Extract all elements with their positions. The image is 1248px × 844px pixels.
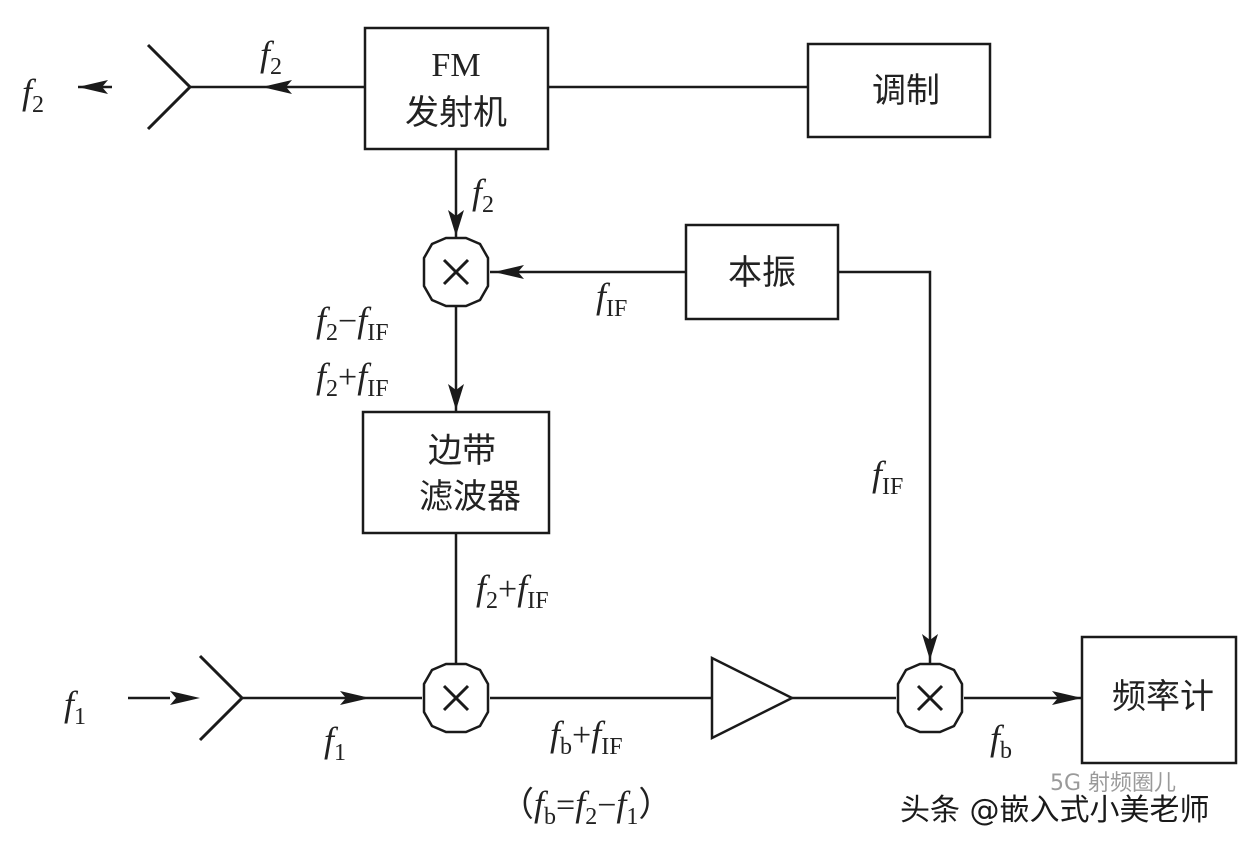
label-fif-lo: fIF: [596, 276, 627, 322]
arrowhead-icon: [340, 691, 370, 705]
arrowhead-icon: [448, 384, 464, 410]
modulation-block: 调制: [806, 42, 992, 139]
label-f2-minus-fif: f2−fIF: [316, 300, 389, 346]
label-f2-left: f2: [22, 72, 44, 118]
label-f2-plus-fif-1: f2+fIF: [316, 356, 389, 402]
arrowhead-icon: [1052, 691, 1082, 705]
label-fif-right: fIF: [872, 454, 903, 500]
arrowhead-icon: [494, 265, 524, 279]
local-oscillator-label: 本振: [728, 253, 796, 293]
label-f1-bottom: f1: [324, 720, 346, 766]
label-fb-right: fb: [990, 718, 1012, 764]
modulation-label: 调制: [872, 71, 940, 111]
fm-transmitter-block: FM 发射机: [363, 26, 550, 151]
label-f2-top: f2: [260, 34, 282, 80]
label-fb-equation: （fb=f2−f1）: [500, 784, 672, 830]
frequency-counter-label: 频率计: [1112, 677, 1214, 717]
mixer-1-icon: [422, 236, 490, 308]
arrowhead-icon: [170, 691, 200, 705]
antenna-rx-icon: [198, 654, 245, 742]
label-f2-plus-fif-2: f2+fIF: [476, 568, 549, 614]
wire-lo-to-mixer3: [838, 270, 932, 664]
watermark-main: 头条 @嵌入式小美老师: [900, 793, 1210, 828]
mixer-3-icon: [896, 662, 964, 734]
local-oscillator-block: 本振: [684, 223, 840, 321]
sideband-filter-block: 边带 滤波器: [361, 410, 551, 535]
arrowhead-icon: [922, 634, 938, 660]
label-f2-down: f2: [472, 172, 494, 218]
antenna-tx-icon: [146, 43, 193, 131]
sideband-filter-label-2: 滤波器: [419, 477, 521, 517]
fm-transmitter-label-2: 发射机: [405, 93, 507, 133]
mixer-2-icon: [422, 662, 490, 734]
amplifier-icon: [710, 655, 795, 741]
arrowhead-icon: [448, 210, 464, 236]
arrowhead-icon: [262, 80, 292, 94]
frequency-counter-block: 频率计: [1080, 635, 1238, 765]
fm-transmitter-label-1: FM: [431, 47, 480, 84]
sideband-filter-label-1: 边带: [428, 431, 496, 471]
watermark-faint: 5G 射频圈儿: [1050, 771, 1176, 796]
arrowhead-icon: [78, 80, 108, 94]
label-fb-plus-fif: fb+fIF: [550, 714, 623, 760]
label-f1-left: f1: [64, 684, 86, 730]
